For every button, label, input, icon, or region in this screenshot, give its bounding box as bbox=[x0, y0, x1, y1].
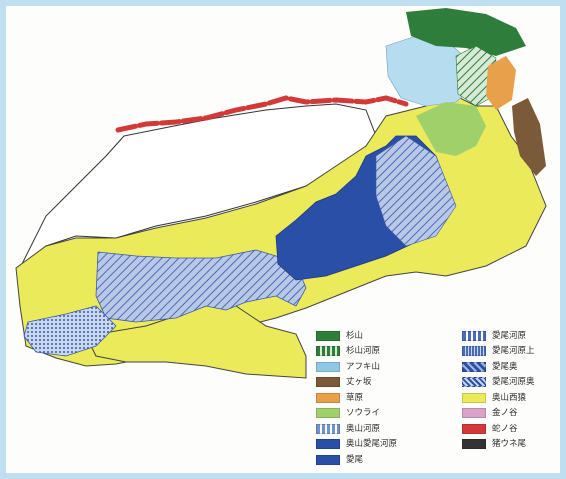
light-blue-swatch bbox=[316, 361, 340, 372]
legend-label: 蛇ノ谷 bbox=[492, 423, 518, 434]
legend-item: 奥山河原 bbox=[316, 421, 397, 437]
hatched-valley bbox=[95, 249, 307, 323]
map-legend: 杉山杉山河原アフキ山丈ヶ坂草原ソウライ奥山河原奥山愛尾河原愛尾 愛尾河原愛尾河原… bbox=[316, 328, 560, 473]
red-swatch bbox=[462, 423, 486, 434]
brown-region bbox=[512, 98, 546, 176]
striped-light-blue-swatch bbox=[316, 423, 340, 434]
navy-swatch bbox=[316, 439, 340, 450]
striped-green-swatch bbox=[316, 346, 340, 357]
legend-label: 奥山西猿 bbox=[492, 392, 527, 403]
legend-item: 愛尾奥 bbox=[462, 359, 535, 375]
legend-label: 草原 bbox=[346, 392, 364, 403]
legend-label: 杉山 bbox=[346, 330, 364, 341]
legend-left-column: 杉山杉山河原アフキ山丈ヶ坂草原ソウライ奥山河原奥山愛尾河原愛尾 bbox=[316, 328, 397, 468]
orange-region bbox=[486, 56, 516, 110]
legend-label: 猪ウネ尾 bbox=[492, 439, 527, 449]
pink-swatch bbox=[462, 408, 486, 419]
legend-label: 愛尾河原奥 bbox=[492, 377, 535, 387]
legend-label: アフキ山 bbox=[346, 361, 381, 372]
legend-label: 丈ヶ坂 bbox=[346, 377, 372, 387]
yellow-swatch bbox=[462, 392, 486, 403]
legend-item: 杉山 bbox=[316, 328, 397, 344]
diagonal-navy-swatch bbox=[462, 361, 486, 372]
territory-map bbox=[15, 8, 547, 379]
dense-blue-swatch bbox=[462, 346, 486, 357]
legend-item: 愛尾河原上 bbox=[462, 344, 535, 360]
crossed-navy-swatch bbox=[462, 377, 486, 388]
lightgreen-region bbox=[416, 102, 486, 156]
legend-item: 杉山河原 bbox=[316, 344, 397, 360]
legend-right-column: 愛尾河原愛尾河原上愛尾奥愛尾河原奥奥山西猿金ノ谷蛇ノ谷猪ウネ尾 bbox=[462, 328, 535, 452]
legend-label: 奥山愛尾河原 bbox=[346, 439, 398, 449]
legend-item: 愛尾河原 bbox=[462, 328, 535, 344]
orange-swatch bbox=[316, 392, 340, 403]
legend-item: 奥山愛尾河原 bbox=[316, 437, 397, 453]
map-frame: 杉山杉山河原アフキ山丈ヶ坂草原ソウライ奥山河原奥山愛尾河原愛尾 愛尾河原愛尾河原… bbox=[6, 6, 560, 473]
hatched-band bbox=[375, 135, 457, 247]
navy-swatch-2 bbox=[316, 454, 340, 465]
white-region bbox=[19, 103, 377, 269]
legend-item: 猪ウネ尾 bbox=[462, 437, 535, 453]
striped-blue-swatch bbox=[462, 330, 486, 341]
brown-swatch bbox=[316, 377, 340, 388]
light-green-swatch bbox=[316, 408, 340, 419]
legend-item: 金ノ谷 bbox=[462, 406, 535, 422]
legend-label: 愛尾奥 bbox=[492, 361, 518, 372]
solid-dark-green-swatch bbox=[316, 330, 340, 341]
legend-label: 杉山河原 bbox=[346, 346, 381, 356]
legend-item: 愛尾 bbox=[316, 452, 397, 468]
legend-item: 蛇ノ谷 bbox=[462, 421, 535, 437]
darkgreen-region bbox=[406, 8, 526, 56]
legend-item: 奥山西猿 bbox=[462, 390, 535, 406]
legend-item: 丈ヶ坂 bbox=[316, 375, 397, 391]
legend-item: 草原 bbox=[316, 390, 397, 406]
legend-label: ソウライ bbox=[346, 408, 381, 418]
red-river bbox=[115, 95, 409, 133]
black-swatch bbox=[462, 439, 486, 450]
legend-item: ソウライ bbox=[316, 406, 397, 422]
legend-label: 愛尾河原 bbox=[492, 330, 527, 341]
legend-item: アフキ山 bbox=[316, 359, 397, 375]
legend-label: 愛尾 bbox=[346, 454, 364, 465]
legend-label: 奥山河原 bbox=[346, 423, 381, 434]
legend-label: 金ノ谷 bbox=[492, 408, 518, 418]
legend-label: 愛尾河原上 bbox=[492, 346, 535, 356]
dotted-area bbox=[23, 305, 117, 357]
legend-item: 愛尾河原奥 bbox=[462, 375, 535, 391]
